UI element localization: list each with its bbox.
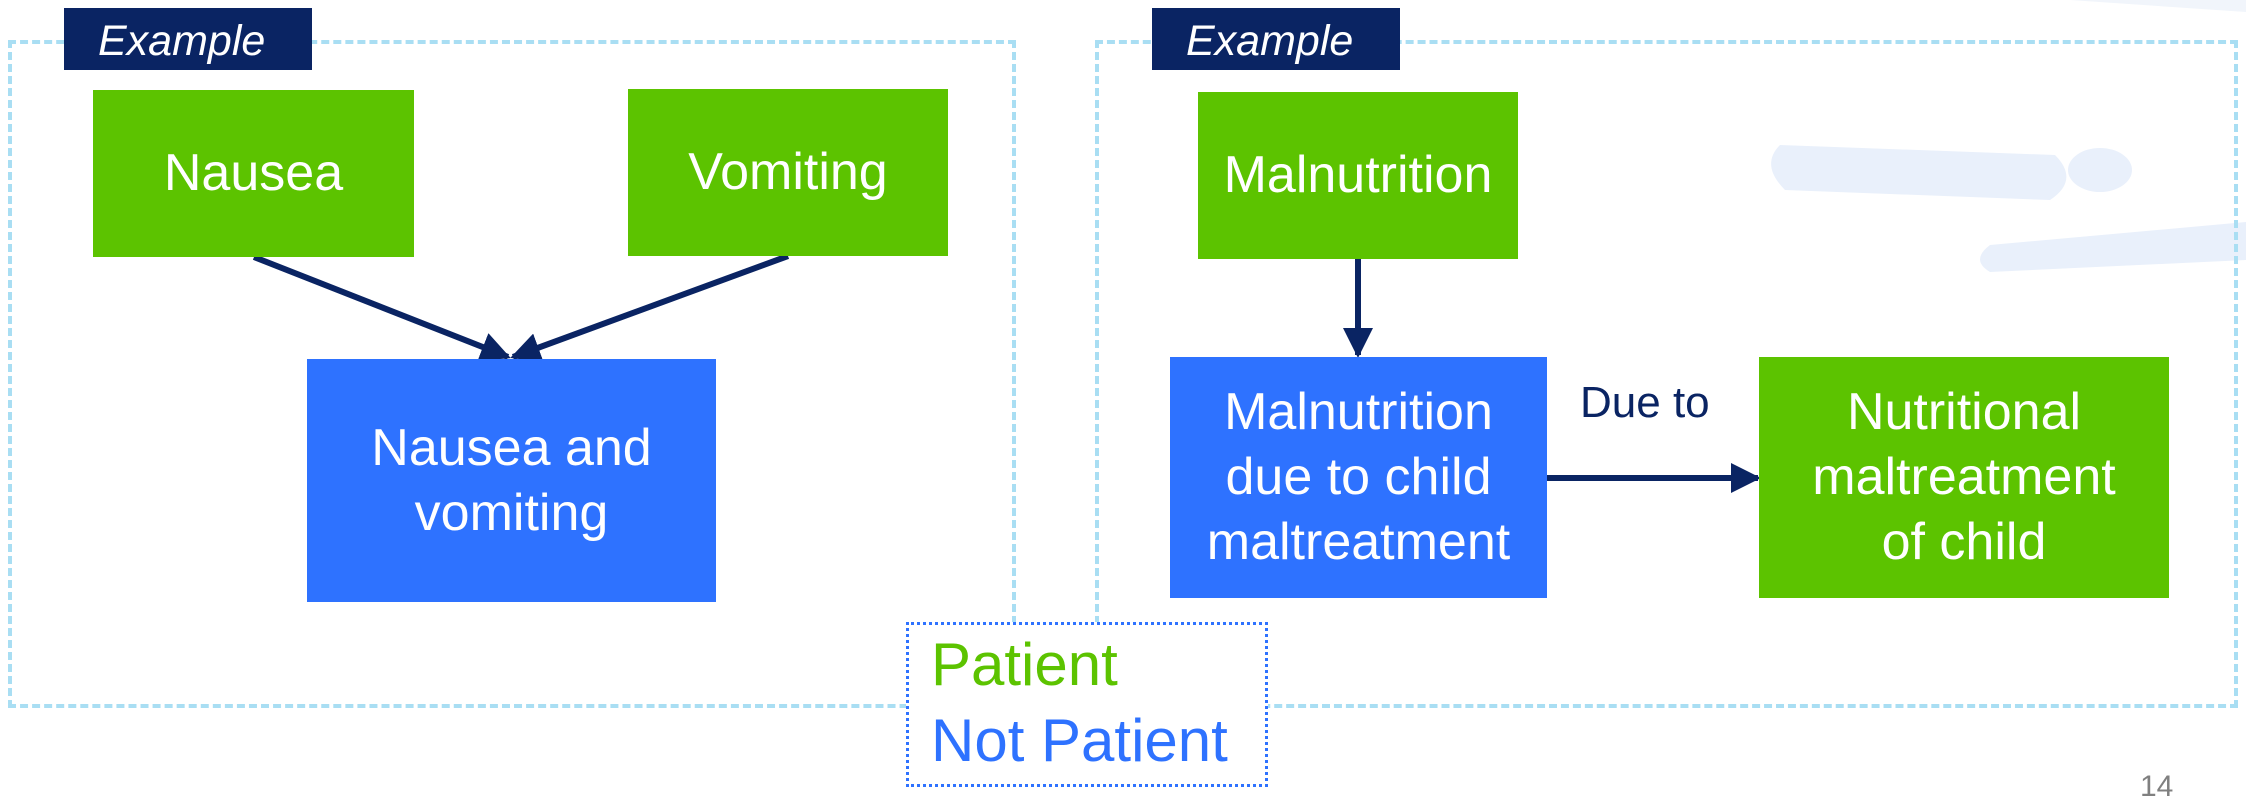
- example-panel-left: [8, 40, 1016, 708]
- node-malnutrition-due-to-child-maltreatment: Malnutrition due to child maltreatment: [1170, 357, 1547, 598]
- example-panel-right: [1095, 40, 2238, 708]
- diagram-arrows: [252, 253, 1761, 493]
- arrow-vomiting-to-combined: [510, 253, 790, 362]
- node-nutritional-maltreatment-of-child: Nutritional maltreatment of child: [1759, 357, 2169, 598]
- legend-patient: Patient: [931, 631, 1118, 698]
- node-nausea-and-vomiting: Nausea and vomiting: [307, 359, 716, 602]
- node-malnutrition: Malnutrition: [1198, 92, 1518, 259]
- page-number: 14: [2140, 770, 2174, 803]
- edge-label-due-to: Due to: [1580, 378, 1710, 427]
- legend: Patient Not Patient: [906, 622, 1268, 787]
- example-tag-right: Example: [1152, 8, 1400, 70]
- background-decoration: [1771, 0, 2246, 272]
- node-nausea: Nausea: [93, 90, 414, 257]
- legend-not-patient: Not Patient: [931, 707, 1228, 774]
- arrow-nausea-to-combined: [252, 254, 511, 362]
- node-vomiting: Vomiting: [628, 89, 948, 256]
- example-tag-left: Example: [64, 8, 312, 70]
